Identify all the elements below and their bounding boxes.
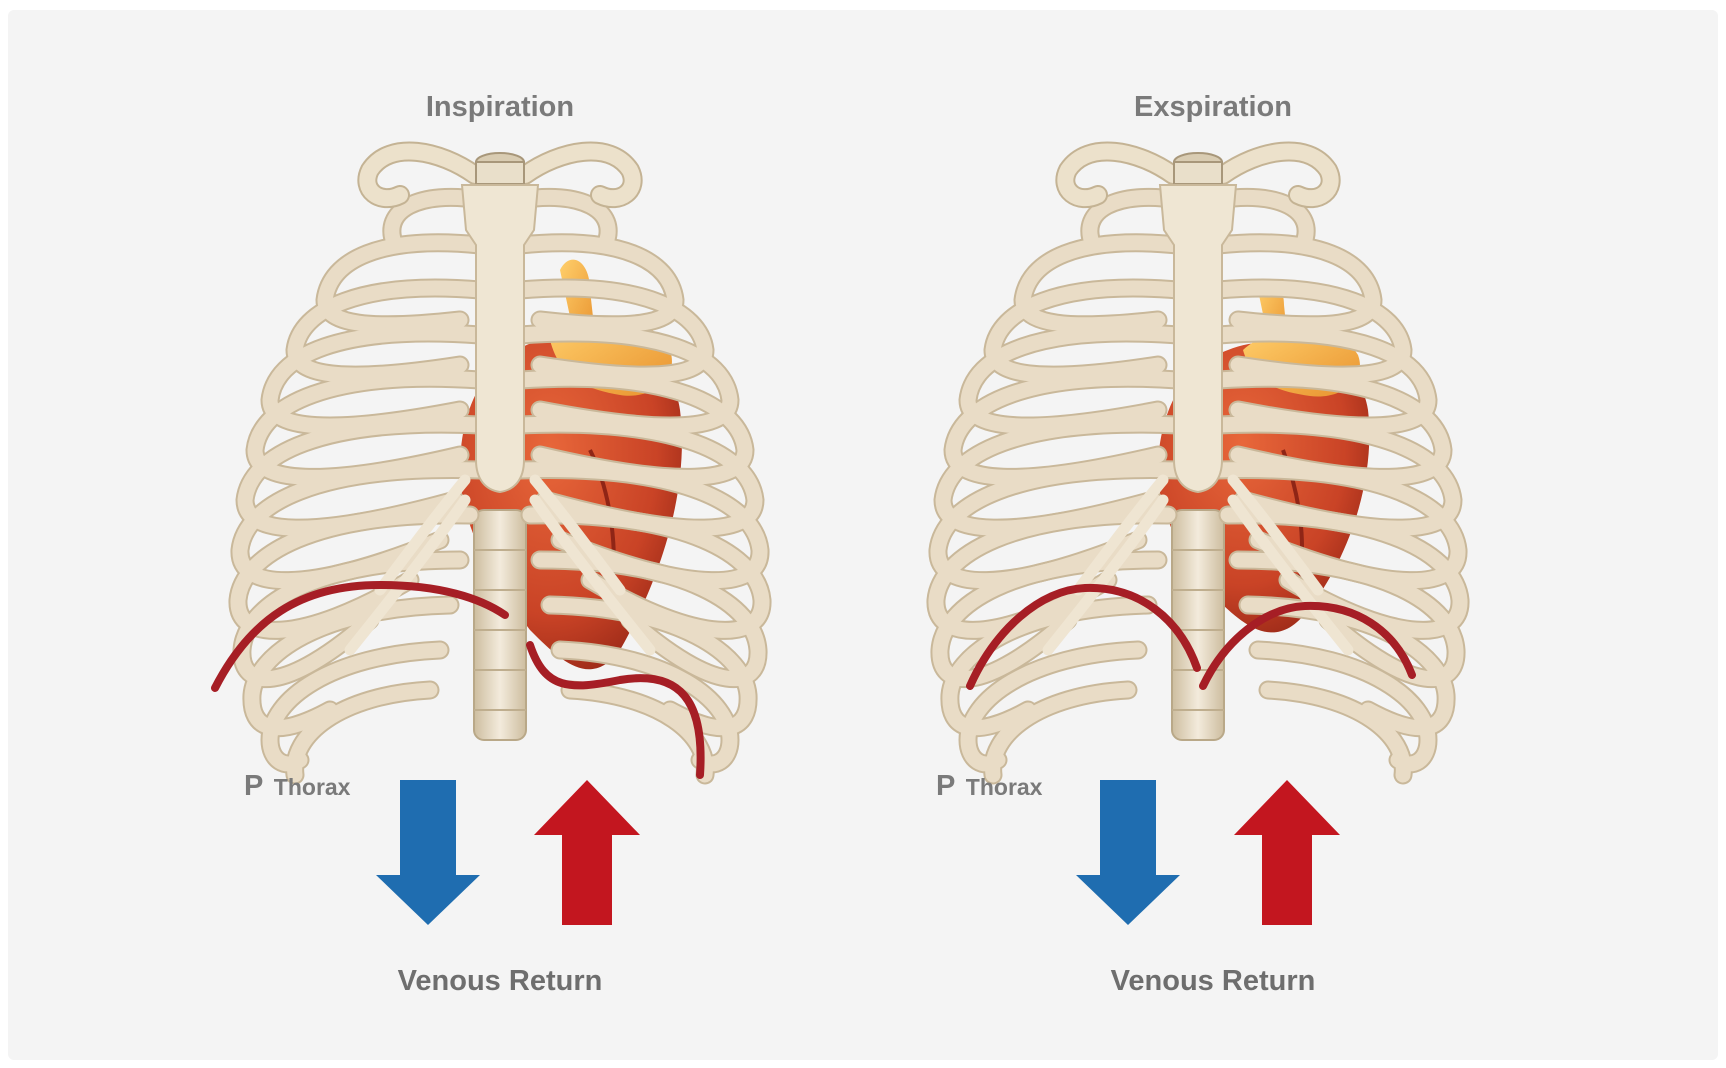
panel-title: Inspiration: [426, 91, 574, 123]
pressure-label: P Thorax: [936, 770, 1043, 802]
pressure-label: P Thorax: [244, 770, 351, 802]
venous-return-label: Venous Return: [398, 965, 603, 997]
panel-title: Exspiration: [1134, 91, 1292, 123]
venous-return-label: Venous Return: [1111, 965, 1316, 997]
